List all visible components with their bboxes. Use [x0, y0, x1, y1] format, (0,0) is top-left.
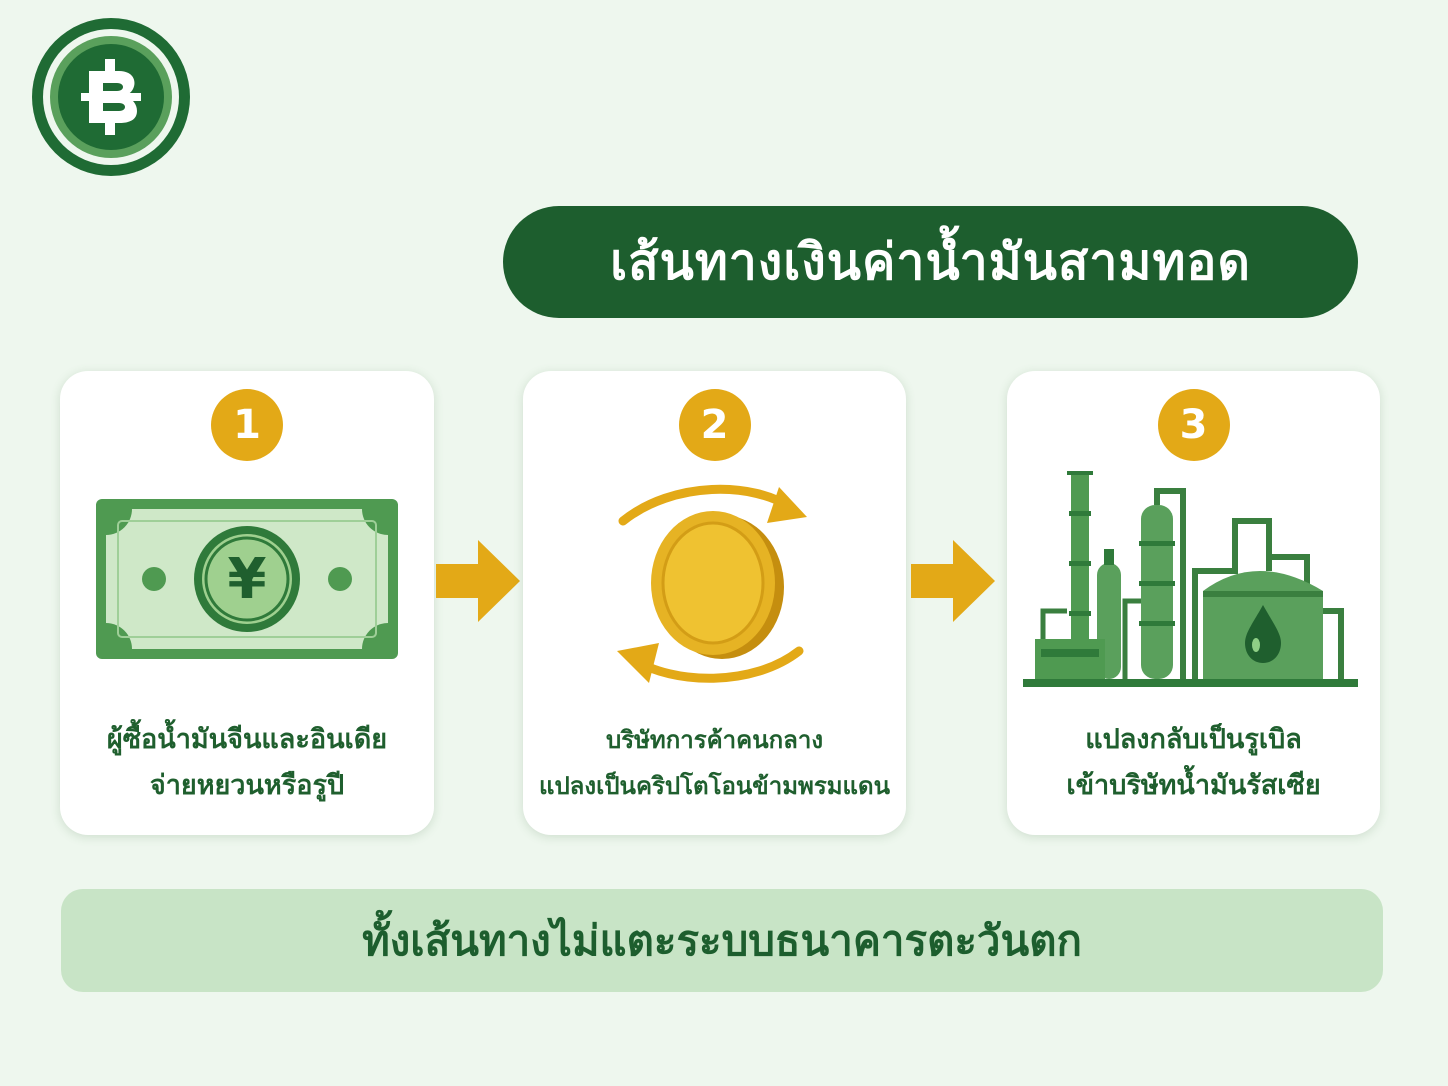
- step-card-3: 3 แปลงกลับเป็นรูเบิล เข้า: [1007, 371, 1380, 835]
- logo-ring: [43, 29, 179, 165]
- step-number: 3: [1179, 402, 1208, 448]
- step-description-3: แปลงกลับเป็นรูเบิล เข้าบริษัทน้ำมันรัสเซ…: [1007, 717, 1380, 809]
- step-line: จ่ายหยวนหรือรูปี: [149, 770, 345, 801]
- step-badge-2: 2: [678, 389, 751, 461]
- step-line: เข้าบริษัทน้ำมันรัสเซีย: [1066, 770, 1321, 801]
- step-line: ผู้ซื้อน้ำมันจีนและอินเดีย: [106, 724, 388, 755]
- footer-banner: ทั้งเส้นทางไม่แตะระบบธนาคารตะวันตก: [61, 889, 1383, 992]
- yuan-banknote-icon: ¥: [96, 499, 398, 659]
- logo-core: [58, 44, 164, 150]
- footer-text: ทั้งเส้นทางไม่แตะระบบธนาคารตะวันตก: [362, 915, 1082, 965]
- step-badge-3: 3: [1157, 389, 1230, 461]
- oil-refinery-icon: [1023, 471, 1358, 687]
- yuan-symbol: ¥: [228, 547, 267, 612]
- step-badge-1: 1: [211, 389, 283, 461]
- logo-inner-ring: [50, 36, 172, 158]
- arrow-right-icon: [436, 540, 520, 622]
- step-card-2: 2 บริษัทการค้าคนกลาง แปลงเป็นคริปโตโอนข้…: [523, 371, 906, 835]
- step-card-1: 1 ¥ ผู้ซื้อน้ำมันจีนและอินเดีย จ่ายหยวนห…: [60, 371, 434, 835]
- baht-logo-icon: [81, 59, 141, 135]
- baht-logo: [32, 18, 190, 176]
- step-description-2: บริษัทการค้าคนกลาง แปลงเป็นคริปโตโอนข้าม…: [523, 717, 906, 809]
- step-line: บริษัทการค้าคนกลาง: [605, 726, 824, 754]
- page-title: เส้นทางเงินค่าน้ำมันสามทอด: [610, 232, 1251, 291]
- arrow-right-icon: [911, 540, 995, 622]
- step-line: แปลงเป็นคริปโตโอนข้ามพรมแดน: [538, 772, 891, 800]
- title-banner: เส้นทางเงินค่าน้ำมันสามทอด: [503, 206, 1358, 318]
- step-number: 2: [700, 402, 729, 448]
- step-line: แปลงกลับเป็นรูเบิล: [1085, 724, 1302, 755]
- step-description-1: ผู้ซื้อน้ำมันจีนและอินเดีย จ่ายหยวนหรือร…: [60, 717, 434, 809]
- coin-exchange-icon: [617, 484, 807, 683]
- step-number: 1: [233, 402, 261, 448]
